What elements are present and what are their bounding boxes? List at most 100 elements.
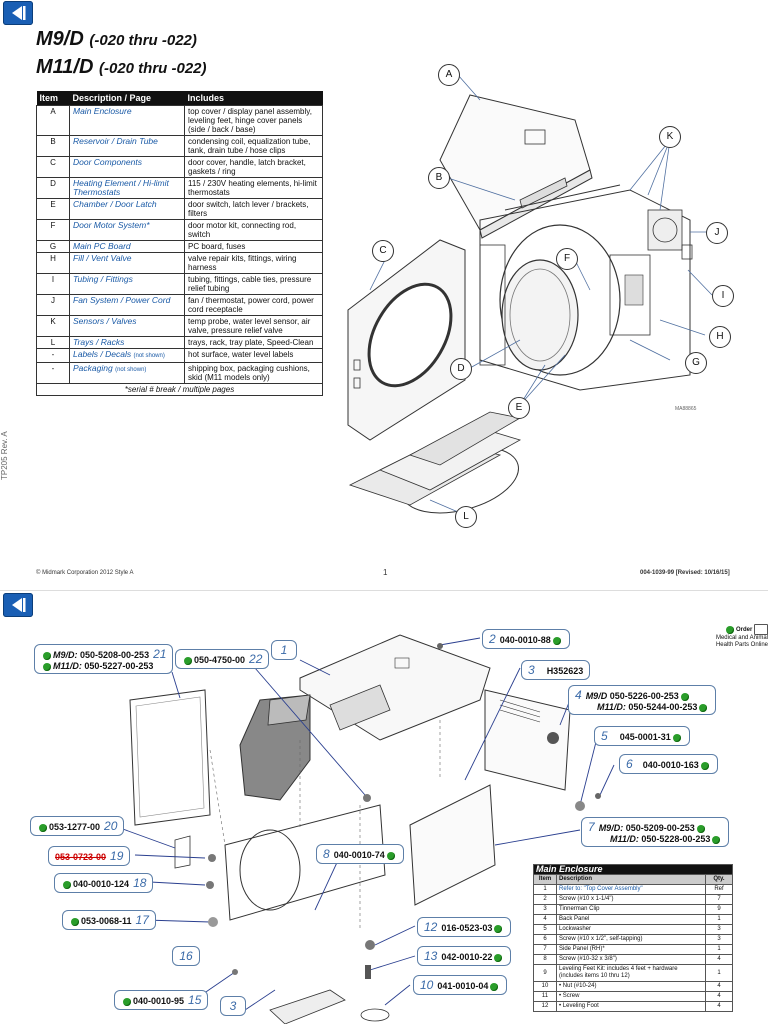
callout-12-part: 016-0523-03 xyxy=(441,923,493,933)
index-description-text[interactable]: Fill / Vent Valve xyxy=(73,253,132,263)
index-description-text[interactable]: Main PC Board xyxy=(73,241,131,251)
callout-3-lower[interactable]: 3 xyxy=(220,996,246,1016)
index-description-link[interactable]: Door Motor System* xyxy=(69,219,185,241)
index-description-text[interactable]: Tubing / Fittings xyxy=(73,274,133,284)
callout-16[interactable]: 16 xyxy=(172,946,200,966)
index-includes: hot surface, water level labels xyxy=(184,348,323,363)
index-description-text[interactable]: Packaging xyxy=(73,363,113,373)
parts-qty: 1 xyxy=(705,944,733,955)
index-description-link[interactable]: Fan System / Power Cord xyxy=(69,294,185,316)
index-includes: valve repair kits, fittings, wiring harn… xyxy=(184,252,323,274)
index-description-text[interactable]: Main Enclosure xyxy=(73,106,132,116)
index-description-link[interactable]: Main Enclosure xyxy=(69,105,185,136)
index-description-text[interactable]: Labels / Decals xyxy=(73,349,132,359)
index-description-text[interactable]: Fan System / Power Cord xyxy=(73,295,171,305)
index-description-note: (not shown) xyxy=(115,367,147,373)
callout-21-model-m9: M9/D: xyxy=(53,650,78,660)
parts-col-qty: Qty. xyxy=(705,874,733,885)
index-description-link[interactable]: Trays / Racks xyxy=(69,336,185,349)
diagram-label-l: L xyxy=(455,506,477,528)
callout-7-number: 7 xyxy=(588,820,595,834)
back-button[interactable] xyxy=(3,1,33,25)
green-bullet-icon xyxy=(725,625,734,634)
index-description-text[interactable]: Sensors / Valves xyxy=(73,316,137,326)
callout-19-part-obsolete: 053-0723-00 xyxy=(55,852,107,862)
index-includes: fan / thermostat, power cord, power cord… xyxy=(184,294,323,316)
parts-item: 4 xyxy=(533,914,557,925)
index-item: I xyxy=(36,273,70,295)
index-description-text[interactable]: Trays / Racks xyxy=(73,337,125,347)
page-divider xyxy=(0,590,768,591)
green-bullet-icon xyxy=(696,824,705,833)
parts-item: 5 xyxy=(533,924,557,935)
index-description-link[interactable]: Tubing / Fittings xyxy=(69,273,185,295)
callout-1[interactable]: 1 xyxy=(271,640,297,660)
parts-qty: 4 xyxy=(705,991,733,1002)
index-description-link[interactable]: Chamber / Door Latch xyxy=(69,198,185,220)
callout-15-part: 040-0010-95 xyxy=(133,996,185,1006)
green-bullet-icon xyxy=(39,823,47,832)
index-description-link[interactable]: Packaging (not shown) xyxy=(69,362,185,384)
parts-item: 9 xyxy=(533,964,557,982)
index-description-link[interactable]: Door Components xyxy=(69,156,185,178)
index-description-text[interactable]: Heating Element / Hi-limit Thermostats xyxy=(73,178,169,197)
callout-2-number: 2 xyxy=(489,632,496,646)
parts-description: Leveling Feet Kit: includes 4 feet + har… xyxy=(556,964,706,982)
index-description-text[interactable]: Chamber / Door Latch xyxy=(73,199,157,209)
index-item: - xyxy=(36,362,70,384)
index-description-link[interactable]: Sensors / Valves xyxy=(69,315,185,337)
green-bullet-icon xyxy=(672,733,681,742)
diagram-label-e: E xyxy=(508,397,530,419)
index-description-text[interactable]: Door Motor System* xyxy=(73,220,150,230)
index-description-link[interactable]: Labels / Decals (not shown) xyxy=(69,348,185,363)
index-item: L xyxy=(36,336,70,349)
index-description-link[interactable]: Heating Element / Hi-limit Thermostats xyxy=(69,177,185,199)
callout-7-part-m9: 050-5209-00-253 xyxy=(625,823,695,833)
index-description-link[interactable]: Main PC Board xyxy=(69,240,185,253)
parts-item: 1 xyxy=(533,884,557,895)
index-includes: PC board, fuses xyxy=(184,240,323,253)
back-arrow-icon xyxy=(12,6,26,20)
index-item: D xyxy=(36,177,70,199)
callout-22-number: 22 xyxy=(249,652,263,666)
index-includes: top cover / display panel assembly, leve… xyxy=(184,105,323,136)
parts-qty: 3 xyxy=(705,934,733,945)
order-subtitle: Medical and Animal Health Parts Online xyxy=(715,635,768,648)
index-item: C xyxy=(36,156,70,178)
index-includes: condensing coil, equalization tube, tank… xyxy=(184,135,323,157)
index-description-text[interactable]: Door Components xyxy=(73,157,142,167)
callout-4-number: 4 xyxy=(575,688,582,702)
diagram-code: MA88865 xyxy=(675,406,697,412)
index-description-link[interactable]: Fill / Vent Valve xyxy=(69,252,185,274)
index-description-text[interactable]: Reservoir / Drain Tube xyxy=(73,136,158,146)
index-description-link[interactable]: Reservoir / Drain Tube xyxy=(69,135,185,157)
back-button-page2[interactable] xyxy=(3,593,33,617)
index-row: -Labels / Decals (not shown)hot surface,… xyxy=(36,348,323,363)
parts-item: 6 xyxy=(533,934,557,945)
